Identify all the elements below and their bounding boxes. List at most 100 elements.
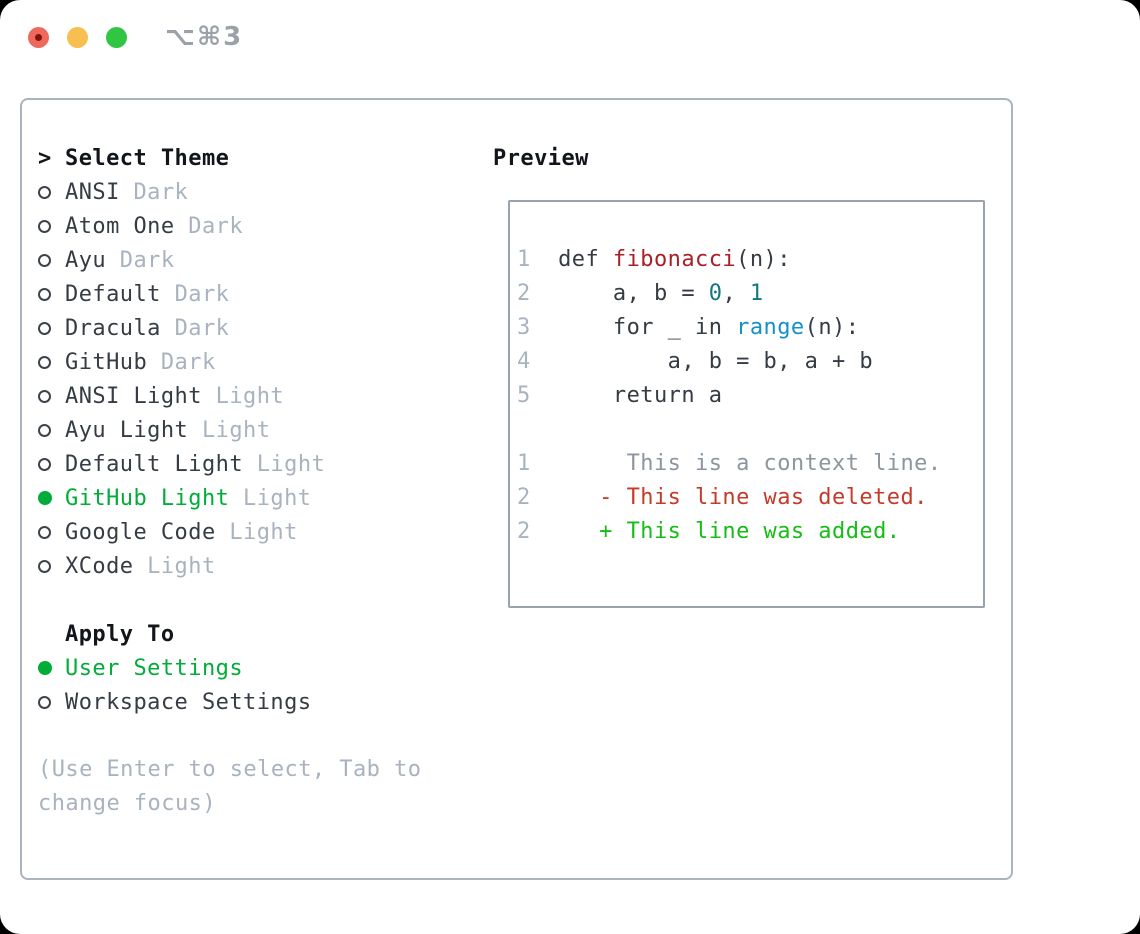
close-button[interactable] bbox=[28, 26, 49, 48]
line-number: 3 bbox=[517, 315, 531, 340]
theme-name: Default bbox=[65, 281, 161, 307]
code-token: return a bbox=[530, 383, 723, 408]
radio-icon bbox=[38, 185, 65, 199]
apply-to-header: Apply To bbox=[65, 621, 175, 647]
radio-icon bbox=[38, 559, 65, 573]
theme-variant: Light bbox=[243, 485, 312, 511]
code-line-3: 3 for _ in range(n): bbox=[517, 311, 983, 345]
minimize-button[interactable] bbox=[67, 26, 88, 48]
theme-name: Atom One bbox=[65, 213, 175, 239]
unsaved-dot-icon bbox=[35, 33, 42, 41]
select-theme-header: Select Theme bbox=[65, 145, 230, 171]
radio-icon bbox=[38, 219, 65, 233]
theme-name: GitHub Light bbox=[65, 485, 230, 511]
blank-line bbox=[517, 413, 983, 447]
line-number: 1 bbox=[517, 247, 531, 272]
code-line-5: 5 return a bbox=[517, 379, 983, 413]
apply-option-label: Workspace Settings bbox=[65, 689, 312, 715]
theme-variant: Light bbox=[147, 553, 216, 579]
theme-variant: Light bbox=[256, 451, 326, 477]
line-number: 2 bbox=[517, 485, 531, 510]
theme-name: ANSI Light bbox=[65, 383, 202, 409]
code-line-2: 2 a, b = 0, 1 bbox=[517, 277, 983, 311]
code-token: a, b = b, a + b bbox=[530, 349, 874, 374]
builtin-token: range bbox=[736, 315, 805, 340]
line-number: 2 bbox=[517, 519, 531, 544]
preview-header-row: Preview bbox=[493, 141, 589, 175]
code-line-4: 4 a, b = b, a + b bbox=[517, 345, 983, 379]
diff-line-added: 2 + This line was added. bbox=[517, 515, 983, 549]
apply-option-label: User Settings bbox=[65, 655, 244, 681]
theme-option-google-code[interactable]: Google Code Light bbox=[38, 515, 478, 549]
code-token: (n): bbox=[804, 315, 860, 340]
line-number: 1 bbox=[517, 451, 531, 476]
line-number: 5 bbox=[517, 383, 531, 408]
radio-icon bbox=[38, 389, 65, 403]
preview-pane: 1 def fibonacci(n): 2 a, b = 0, 1 3 for … bbox=[508, 200, 985, 608]
title-bar: ⌥⌘3 bbox=[0, 0, 1140, 74]
apply-option-workspace-settings[interactable]: Workspace Settings bbox=[38, 685, 478, 719]
radio-icon bbox=[38, 253, 65, 267]
code-token: for _ in bbox=[530, 315, 737, 340]
theme-option-atom-one-dark[interactable]: Atom One Dark bbox=[38, 209, 478, 243]
code-token: (n): bbox=[736, 247, 791, 272]
radio-icon bbox=[38, 287, 65, 301]
theme-option-default-light[interactable]: Default Light Light bbox=[38, 447, 478, 481]
select-theme-header-row: > Select Theme bbox=[38, 141, 478, 175]
theme-name: Ayu Light bbox=[65, 417, 189, 443]
theme-option-ayu-dark[interactable]: Ayu Dark bbox=[38, 243, 478, 277]
radio-icon bbox=[38, 525, 65, 539]
preview-header: Preview bbox=[493, 145, 589, 171]
theme-option-xcode[interactable]: XCode Light bbox=[38, 549, 478, 583]
theme-variant: Dark bbox=[119, 247, 175, 273]
theme-variant: Dark bbox=[174, 315, 230, 341]
theme-name: Dracula bbox=[65, 315, 161, 341]
theme-picker-panel: > Select Theme ANSI Dark Atom One Dark A… bbox=[20, 98, 1013, 880]
apply-to-header-row: Apply To bbox=[38, 617, 478, 651]
radio-icon bbox=[38, 423, 65, 437]
theme-option-ansi-dark[interactable]: ANSI Dark bbox=[38, 175, 478, 209]
line-number: 2 bbox=[517, 281, 531, 306]
spacer bbox=[38, 719, 478, 753]
diff-line-deleted: 2 - This line was deleted. bbox=[517, 481, 983, 515]
function-name-token: fibonacci bbox=[612, 247, 737, 272]
theme-option-ansi-light[interactable]: ANSI Light Light bbox=[38, 379, 478, 413]
code-line-1: 1 def fibonacci(n): bbox=[517, 243, 983, 277]
theme-variant: Light bbox=[215, 383, 285, 409]
theme-name: ANSI bbox=[65, 179, 120, 205]
theme-name: Ayu bbox=[65, 247, 107, 273]
context-token: This is a context line. bbox=[530, 451, 942, 476]
theme-option-github-dark[interactable]: GitHub Dark bbox=[38, 345, 478, 379]
theme-variant: Light bbox=[201, 417, 271, 443]
theme-option-github-light[interactable]: GitHub Light Light bbox=[38, 481, 478, 515]
radio-icon bbox=[38, 695, 65, 709]
theme-option-default-dark[interactable]: Default Dark bbox=[38, 277, 478, 311]
help-text: (Use Enter to select, Tab to change focu… bbox=[38, 757, 422, 816]
number-literal-token: 0 bbox=[708, 281, 723, 306]
added-token: + This line was added. bbox=[530, 519, 901, 544]
radio-icon bbox=[38, 321, 65, 335]
cursor-caret: > bbox=[38, 145, 52, 171]
number-literal-token: 1 bbox=[749, 281, 764, 306]
diff-line-context: 1 This is a context line. bbox=[517, 447, 983, 481]
theme-variant: Light bbox=[229, 519, 298, 545]
spacer bbox=[38, 583, 478, 617]
deleted-token: - This line was deleted. bbox=[530, 485, 928, 510]
zoom-button[interactable] bbox=[106, 26, 127, 48]
theme-option-dracula-dark[interactable]: Dracula Dark bbox=[38, 311, 478, 345]
radio-icon bbox=[38, 457, 65, 471]
theme-name: Default Light bbox=[65, 451, 244, 477]
code-token: a, b = bbox=[530, 281, 709, 306]
theme-variant: Dark bbox=[188, 213, 244, 239]
theme-option-ayu-light[interactable]: Ayu Light Light bbox=[38, 413, 478, 447]
theme-variant: Dark bbox=[160, 349, 216, 375]
code-token: , bbox=[722, 281, 750, 306]
theme-name: Google Code bbox=[65, 519, 216, 545]
radio-selected-icon bbox=[38, 661, 65, 675]
apply-option-user-settings[interactable]: User Settings bbox=[38, 651, 478, 685]
radio-selected-icon bbox=[38, 491, 65, 505]
theme-variant: Dark bbox=[174, 281, 230, 307]
theme-name: GitHub bbox=[65, 349, 148, 375]
theme-variant: Dark bbox=[133, 179, 189, 205]
